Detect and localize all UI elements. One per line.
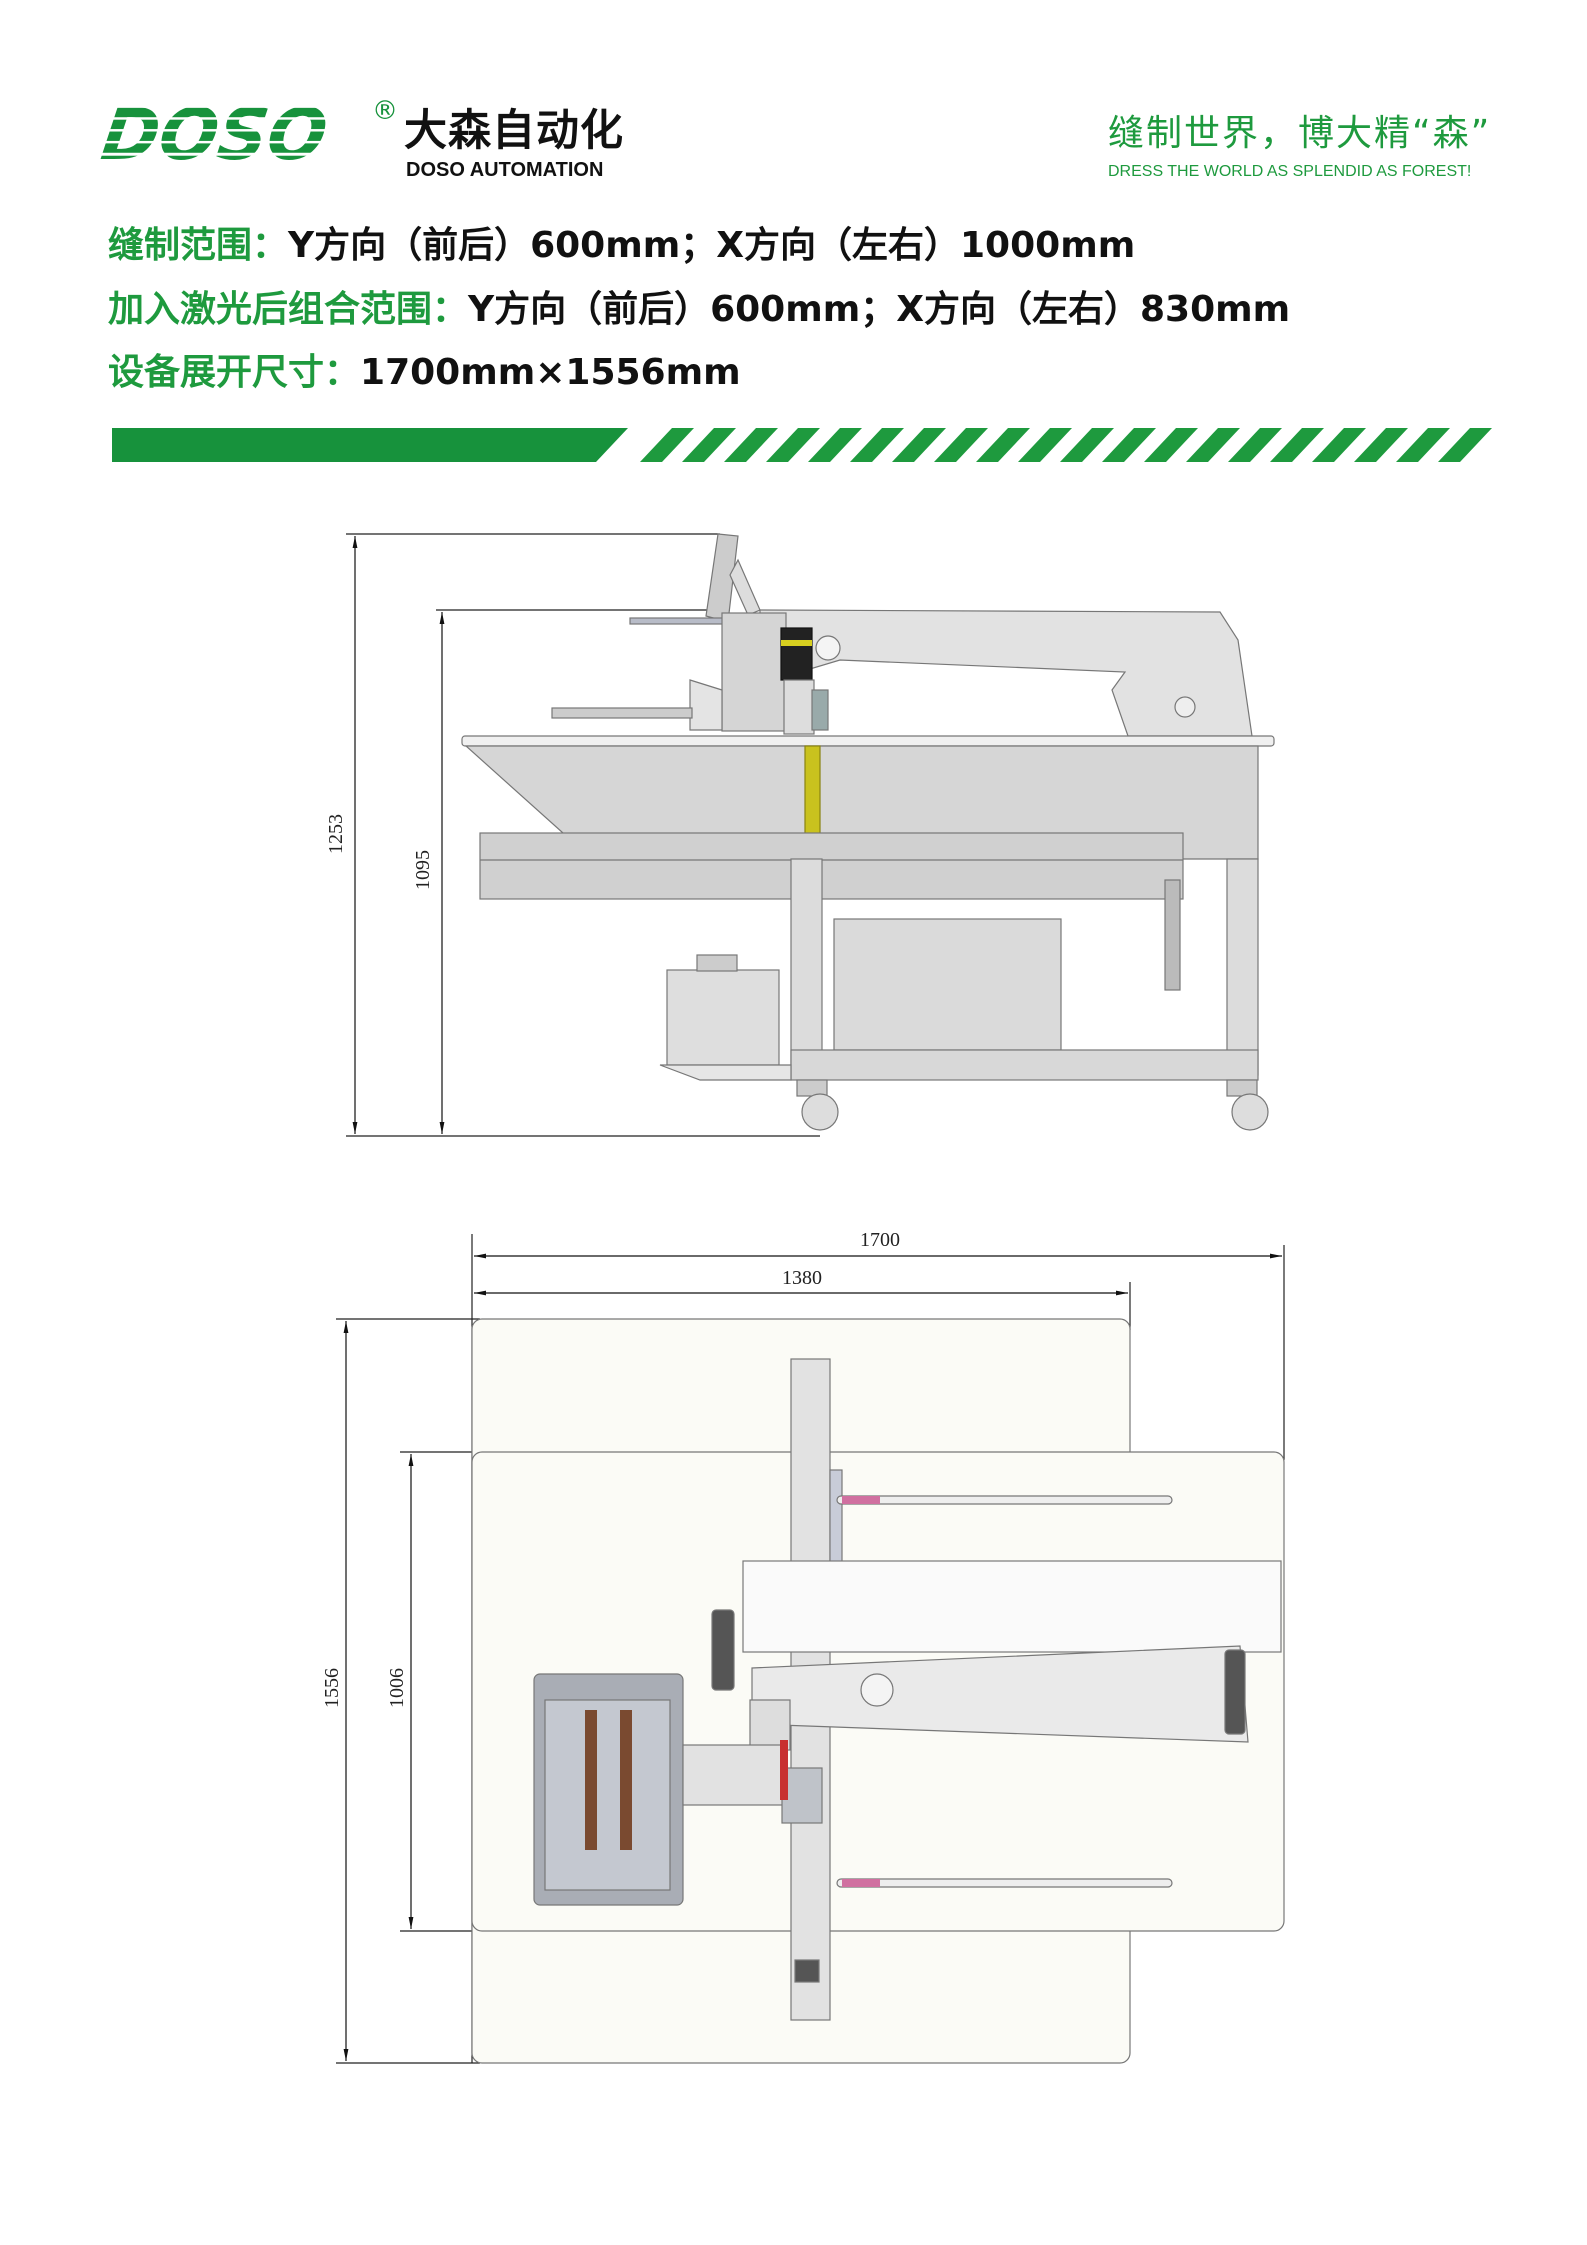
fume-pipes: [696, 954, 738, 972]
bottom-frame: [790, 1049, 1259, 1081]
presser-bar-front: [836, 1878, 1173, 1888]
clamp-frame: [551, 707, 693, 719]
stripe-diagonal: [892, 428, 946, 462]
clamp-holder: [689, 679, 723, 731]
caster-wheel: [1231, 1093, 1269, 1131]
stripe-diagonal: [934, 428, 988, 462]
stripe-diagonal: [1438, 428, 1492, 462]
arm-bearing: [860, 1673, 894, 1707]
pink-marker: [842, 1879, 880, 1887]
dim-label-1253: 1253: [325, 814, 347, 854]
caster-wheel: [801, 1093, 839, 1131]
brand-name-cn: 大森自动化: [404, 106, 624, 156]
machine-base: [742, 1560, 1282, 1653]
motor-mount: [783, 679, 815, 735]
registered-mark: ®: [372, 96, 398, 126]
brand-name-en: DOSO AUTOMATION: [406, 159, 604, 181]
stripe-diagonal: [1018, 428, 1072, 462]
slogan-en: DRESS THE WORLD AS SPLENDID AS FOREST!: [1108, 163, 1472, 180]
stripe-diagonal: [682, 428, 736, 462]
spec-value: Y方向（前后）600mm；X方向（左右）1000mm: [288, 225, 1136, 266]
stripe-diagonal: [724, 428, 778, 462]
spec-label: 缝制范围：: [108, 225, 289, 266]
tray: [659, 1064, 792, 1081]
spec-laser-range: 加入激光后组合范围：Y方向（前后）600mm；X方向（左右）830mm: [108, 290, 1290, 330]
stripe-diagonal: [1102, 428, 1156, 462]
dim-label-1006: 1006: [386, 1668, 408, 1708]
thread-stand: [629, 617, 731, 625]
stripe-diagonal: [1270, 428, 1324, 462]
stripe-diagonal: [640, 428, 694, 462]
control-box: [811, 689, 829, 731]
fume-box: [666, 969, 780, 1066]
stripe-diagonal: [976, 428, 1030, 462]
table-top: [461, 735, 1275, 747]
side-panel: [1164, 879, 1181, 991]
red-sensor: [780, 1740, 788, 1800]
drive-motor: [794, 1959, 820, 1983]
arm-port: [1174, 696, 1196, 718]
arm-end-cap: [1224, 1649, 1246, 1735]
arm-bearing: [815, 635, 841, 661]
clamp-jaw: [585, 1710, 597, 1850]
dim-label-1380: 1380: [782, 1267, 822, 1289]
stripe-diagonal: [1060, 428, 1114, 462]
header-stripe-band: [112, 428, 1492, 462]
spec-value: Y方向（前后）600mm；X方向（左右）830mm: [468, 289, 1291, 330]
sewing-head: [721, 612, 787, 732]
stripe-diagonal: [1228, 428, 1282, 462]
motor: [780, 627, 813, 681]
connector-block: [781, 1767, 823, 1824]
cable-chain: [829, 1469, 843, 1571]
stripe-solid-bar: [112, 428, 628, 462]
spec-value: 1700mm×1556mm: [360, 352, 741, 393]
stripe-diagonal: [1354, 428, 1408, 462]
y-axis-rail: [479, 832, 1184, 900]
clamp-jaw: [620, 1710, 632, 1850]
spec-label: 设备展开尺寸：: [108, 352, 361, 393]
pink-marker: [842, 1496, 880, 1504]
spec-sewing-range: 缝制范围：Y方向（前后）600mm；X方向（左右）1000mm: [108, 226, 1135, 266]
side-view-drawing: 1253 1095: [325, 533, 1275, 1137]
spec-label: 加入激光后组合范围：: [108, 289, 469, 330]
motor-band: [781, 640, 812, 646]
monitor-top: [711, 1609, 735, 1691]
clamp-inner: [544, 1699, 671, 1891]
stripe-diagonal: [1186, 428, 1240, 462]
stripe-diagonal: [808, 428, 862, 462]
stripe-diagonal: [1144, 428, 1198, 462]
control-cabinet: [833, 918, 1062, 1051]
spec-dimensions: 设备展开尺寸：1700mm×1556mm: [108, 353, 741, 393]
stripe-diagonal: [1312, 428, 1366, 462]
presser-bar-rear: [836, 1495, 1173, 1505]
dim-label-1700: 1700: [860, 1229, 900, 1251]
monitor-arm: [729, 558, 761, 616]
stripe-diagonal: [850, 428, 904, 462]
sewing-arm: [759, 609, 1253, 737]
stripe-diagonal: [1396, 428, 1450, 462]
dim-label-1556: 1556: [321, 1668, 343, 1708]
dim-label-1095: 1095: [412, 850, 434, 890]
front-leg: [790, 858, 823, 1076]
stripe-diagonal: [766, 428, 820, 462]
top-view-drawing: 1700 1380 1556 1006: [321, 1229, 1285, 2064]
clamp-carrier: [682, 1744, 784, 1806]
rear-leg: [1226, 858, 1259, 1076]
slogan-cn: 缝制世界，博大精“森”: [1108, 113, 1492, 154]
